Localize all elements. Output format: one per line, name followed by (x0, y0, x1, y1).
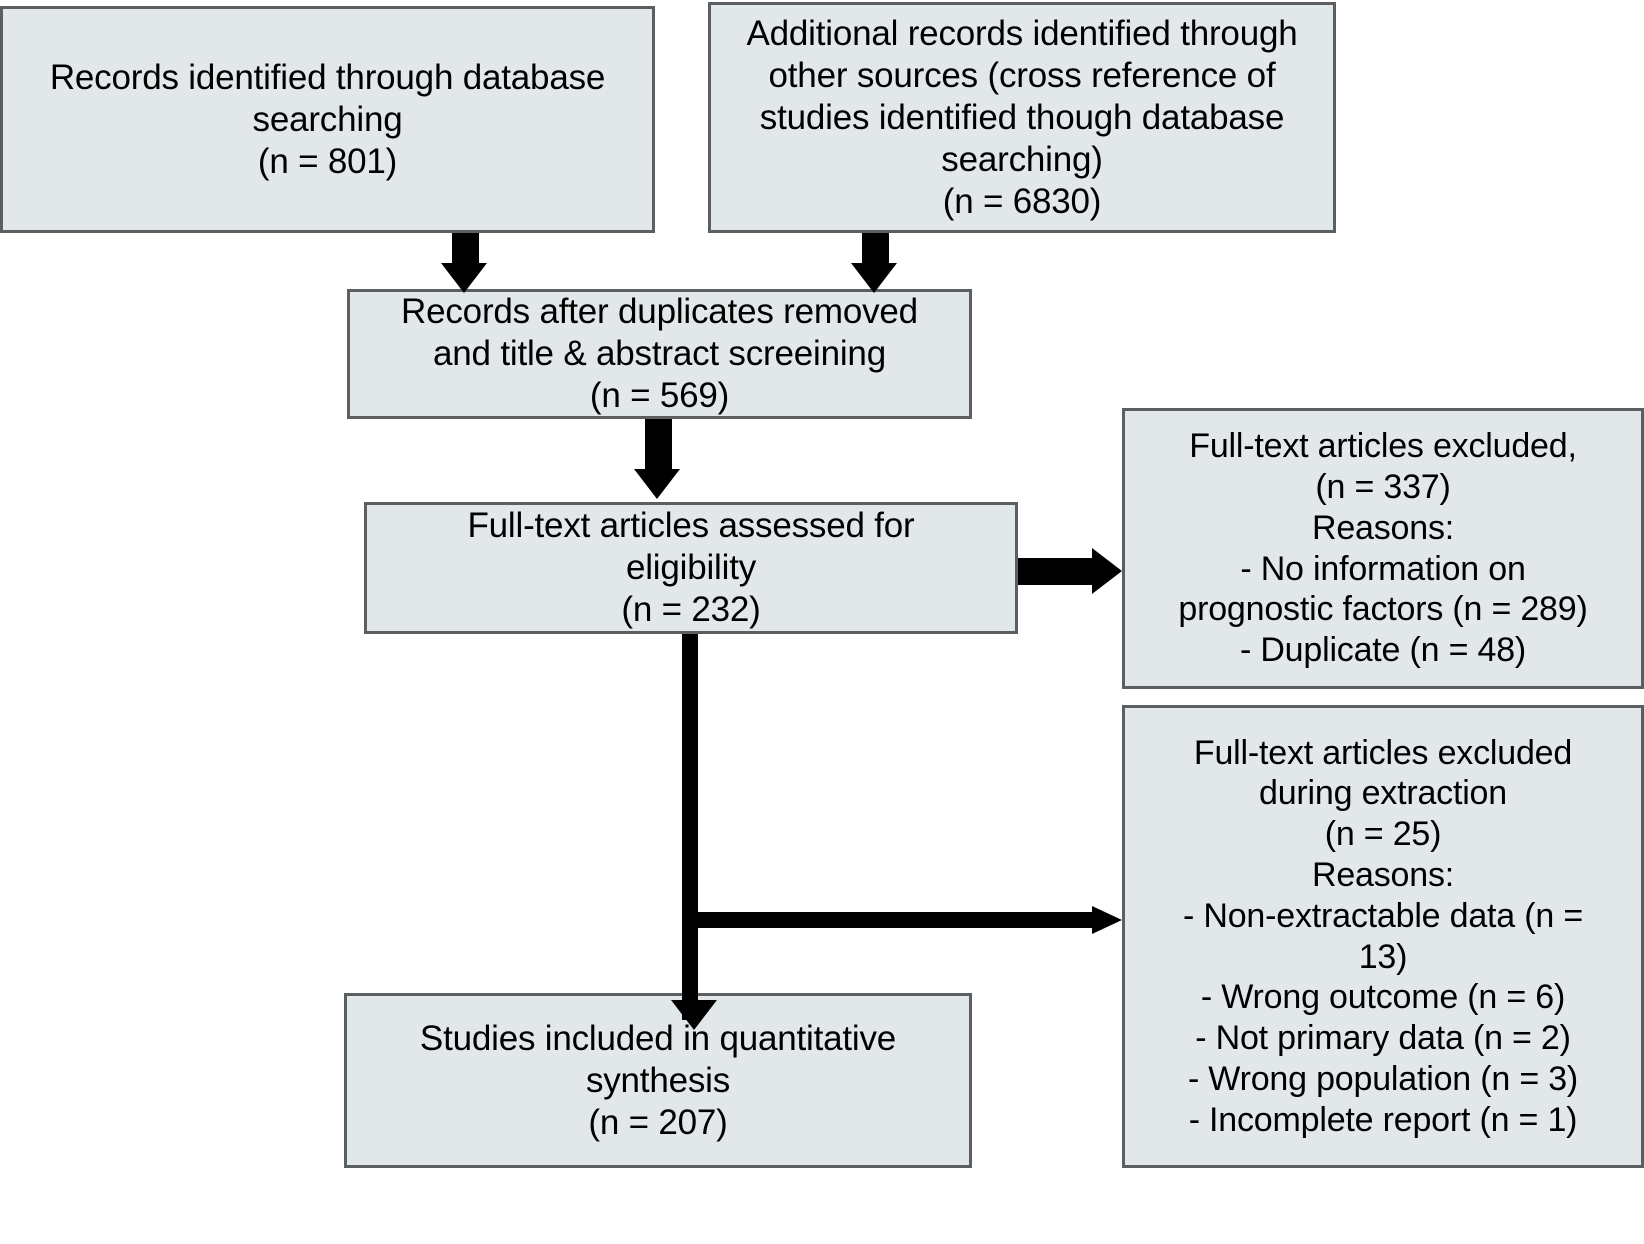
box-excluded-extraction-text: Full-text articles excluded during extra… (1183, 733, 1583, 1139)
box-after-duplicates-text: Records after duplicates removed and tit… (401, 292, 918, 415)
connector-eligibility-to-excluded-screening-stem (1018, 558, 1103, 585)
box-records-after-duplicates-removed: Records after duplicates removed and tit… (347, 289, 972, 419)
box-included-text: Studies included in quantitative synthes… (419, 1018, 897, 1142)
arrowhead-eligibility-to-excluded-extraction (1092, 906, 1122, 934)
box-fulltext-articles-excluded: Full-text articles excluded, (n = 337) R… (1122, 408, 1644, 689)
box-other-sources-text: Additional records identified through ot… (746, 13, 1298, 221)
box-additional-records-other-sources: Additional records identified through ot… (708, 2, 1336, 233)
arrowhead-eligibility-to-included (671, 1000, 717, 1030)
box-fulltext-articles-excluded-during-extraction: Full-text articles excluded during extra… (1122, 705, 1644, 1168)
box-excluded-screening-text: Full-text articles excluded, (n = 337) R… (1178, 427, 1588, 670)
box-studies-included-quantitative-synthesis: Studies included in quantitative synthes… (344, 993, 972, 1168)
box-fulltext-articles-assessed-eligibility: Full-text articles assessed for eligibil… (364, 502, 1018, 634)
box-db-search-text: Records identified through database sear… (49, 57, 606, 181)
arrowhead-eligibility-to-excluded-screening (1092, 548, 1122, 594)
connector-eligibility-to-included-stem (682, 634, 698, 1020)
arrowhead-other-sources-to-after-duplicates (851, 263, 897, 293)
connector-after-duplicates-to-eligibility-stem (645, 419, 672, 474)
arrowhead-db-search-to-after-duplicates (441, 263, 487, 293)
box-records-identified-database-searching: Records identified through database sear… (0, 6, 655, 233)
arrowhead-after-duplicates-to-eligibility (634, 469, 680, 499)
connector-eligibility-to-excluded-extraction-stem (682, 912, 1103, 928)
box-fulltext-eligibility-text: Full-text articles assessed for eligibil… (467, 506, 915, 629)
